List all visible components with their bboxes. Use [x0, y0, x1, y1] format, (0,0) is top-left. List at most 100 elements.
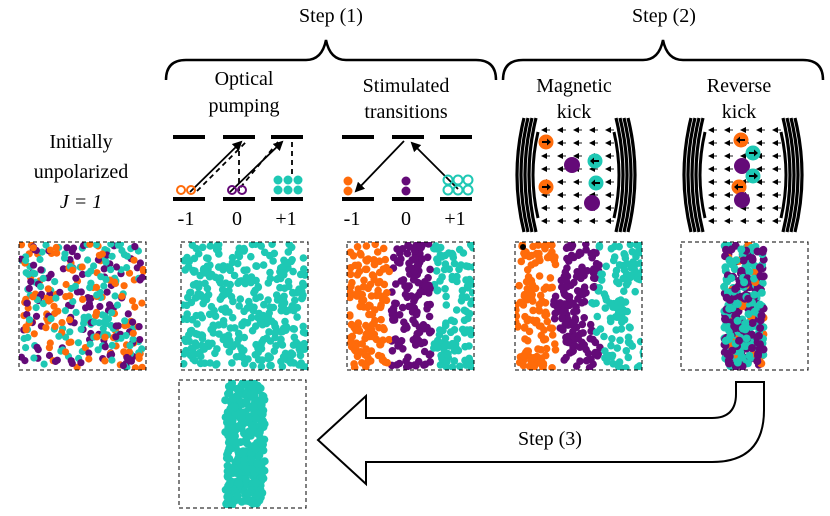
- atom-dot: [214, 321, 223, 329]
- atom-dot: [441, 334, 450, 343]
- atom-dot: [100, 318, 108, 326]
- atom-dot: [535, 306, 543, 314]
- right-arrow-icon: [547, 183, 551, 191]
- atom-filled: [293, 185, 303, 195]
- atom-dot: [606, 314, 615, 323]
- atom-dot: [735, 336, 743, 345]
- atom-dot: [185, 257, 193, 266]
- atom-dot: [78, 270, 87, 278]
- atom-dot: [86, 242, 94, 248]
- atom-dot: [636, 259, 642, 267]
- atom-dot: [54, 307, 62, 315]
- atom-dot: [739, 256, 748, 265]
- atom-dot: [297, 359, 306, 367]
- initial-title-line1: Initially: [49, 131, 112, 153]
- atom-dot: [437, 351, 445, 360]
- atom-dot: [245, 415, 254, 424]
- atom-dot: [219, 262, 228, 270]
- atom-dot: [587, 249, 595, 258]
- atom-dot: [214, 242, 223, 249]
- atom-dot: [230, 271, 239, 280]
- optical-title-line2: pumping: [208, 95, 279, 117]
- atom-dot: [62, 348, 70, 356]
- atom-dot: [279, 303, 288, 312]
- atom-dot: [30, 330, 38, 338]
- atom-dot: [87, 279, 95, 287]
- stimulated-atoms: [343, 174, 474, 196]
- atom-dot: [199, 299, 207, 308]
- atom-dot: [609, 360, 617, 368]
- atom-dot: [637, 243, 642, 252]
- panel-reverse: [680, 241, 809, 371]
- atom-dot: [51, 357, 60, 365]
- magnetic-coil-icon: [618, 117, 629, 233]
- atom-dot: [582, 345, 590, 354]
- atom-dot: [295, 341, 304, 349]
- atom-dot: [108, 350, 116, 359]
- atom-dot: [92, 242, 100, 249]
- atom-dot: [398, 303, 407, 312]
- atom-dot: [249, 402, 258, 411]
- atom-dot: [238, 408, 247, 417]
- atom-dot: [385, 267, 394, 276]
- atom-dot: [22, 323, 30, 331]
- atom-dot: [269, 257, 277, 265]
- atom-dot: [347, 282, 355, 291]
- atom-dot: [611, 303, 620, 312]
- atom-filled: [584, 195, 600, 211]
- atom-dot: [240, 359, 249, 368]
- atom-dot: [181, 266, 189, 274]
- atom-dot: [107, 266, 115, 274]
- atom-dot: [440, 265, 449, 274]
- atom-dot: [578, 267, 586, 276]
- atom-dot: [515, 317, 520, 326]
- atom-dot: [551, 340, 559, 348]
- atom-dot: [392, 280, 400, 288]
- atom-hollow: [186, 185, 196, 195]
- atom-dot: [92, 312, 100, 320]
- atom-dot: [551, 260, 560, 269]
- atom-dot: [22, 256, 30, 265]
- atom-dot: [424, 242, 433, 248]
- atom-dot: [517, 257, 526, 266]
- atom-dot: [598, 270, 606, 279]
- atom-dot: [284, 277, 293, 286]
- atom-dot: [383, 289, 391, 297]
- atom-dot: [247, 252, 255, 261]
- atom-dot: [270, 249, 279, 258]
- atom-dot: [138, 299, 146, 307]
- atom-dot: [623, 259, 631, 268]
- atom-filled: [734, 158, 750, 174]
- atom-dot: [347, 288, 355, 296]
- atom-dot: [233, 491, 242, 500]
- atom-dot: [77, 325, 85, 333]
- atom-dot: [624, 353, 633, 362]
- stimulated-transitions: [354, 140, 459, 193]
- magnetic-coil-icon: [793, 117, 804, 233]
- atom-dot: [253, 459, 262, 468]
- atom-dot: [252, 262, 261, 271]
- atom-dot: [409, 275, 418, 284]
- atom-dot: [633, 363, 642, 370]
- atom-dot: [182, 337, 190, 346]
- atom-dot: [135, 323, 143, 331]
- atom-dot: [101, 312, 109, 320]
- atom-dot: [234, 422, 243, 431]
- atom-dot: [80, 313, 88, 321]
- atom-dot: [551, 346, 560, 354]
- atom-dot: [206, 261, 214, 270]
- atom-dot: [108, 309, 116, 317]
- atom-dot: [213, 345, 221, 353]
- atom-dot: [82, 304, 90, 312]
- atom-dot: [265, 328, 273, 336]
- atom-dot: [586, 320, 595, 329]
- atom-dot: [280, 271, 288, 279]
- atom-dot: [181, 301, 187, 309]
- atom-dot: [21, 357, 29, 365]
- atom-dot: [22, 344, 30, 352]
- atom-dot: [242, 397, 251, 405]
- atom-dot: [347, 338, 355, 347]
- atom-dot: [262, 334, 271, 343]
- atom-dot: [53, 249, 61, 257]
- atom-dot: [51, 278, 59, 286]
